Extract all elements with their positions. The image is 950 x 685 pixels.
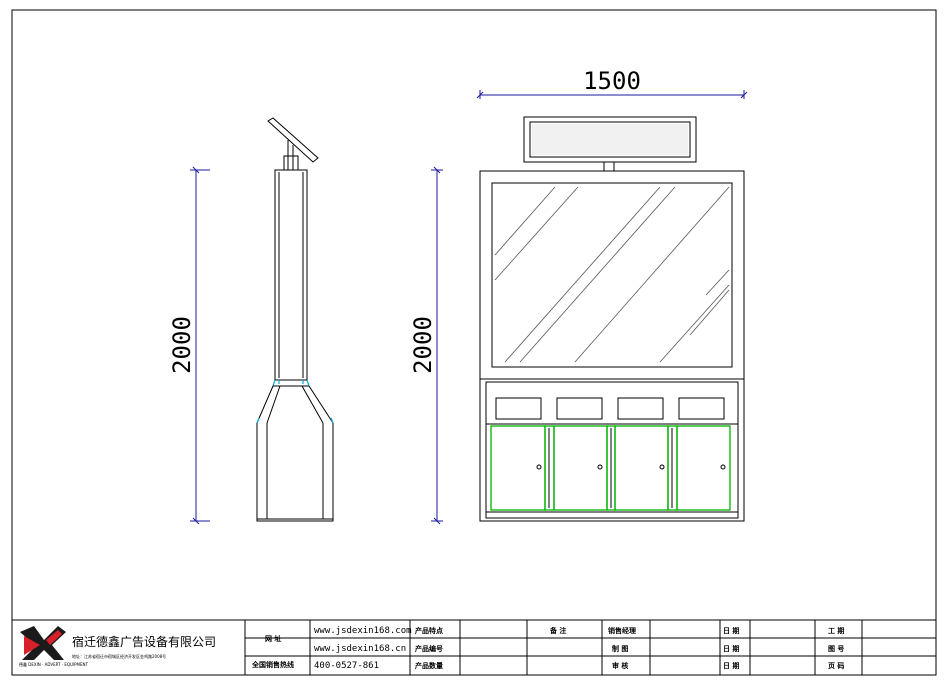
- lock-icon: [536, 464, 542, 470]
- solar-panel: [267, 117, 319, 171]
- label-product-no: 产品编号: [415, 644, 443, 653]
- label-date-1: 日 期: [723, 626, 739, 635]
- company-name: 宿迁德鑫广告设备有限公司: [72, 634, 216, 649]
- cabinet-doors: [490, 425, 731, 511]
- label-reviewer: 审 核: [612, 661, 628, 670]
- door-separators: [486, 428, 738, 513]
- label-website: 网 址: [265, 634, 281, 643]
- side-height-label: 2000: [168, 316, 196, 374]
- label-hotline: 全国销售热线: [251, 660, 294, 669]
- front-width-dimension: [476, 90, 748, 99]
- label-remark: 备 注: [549, 626, 566, 635]
- lock-icon: [597, 464, 603, 470]
- lightbox-frame: [479, 170, 745, 380]
- door-locks: [536, 464, 726, 470]
- front-height-dimension: [431, 166, 443, 525]
- label-sales-manager: 销售经理: [607, 626, 636, 635]
- front-view: 1500 2000: [409, 67, 748, 525]
- post-base: [256, 385, 334, 522]
- post-body: [274, 169, 308, 381]
- base-joint: [256, 417, 334, 424]
- side-view: 2000: [168, 117, 334, 525]
- website-2: www.jsdexin168.cn: [314, 644, 406, 654]
- label-page: 页 码: [828, 662, 844, 670]
- front-width-label: 1500: [583, 67, 641, 95]
- glass-reflections: [494, 186, 730, 363]
- lock-icon: [659, 464, 665, 470]
- front-height-label: 2000: [409, 316, 437, 374]
- title-block: [11, 619, 937, 676]
- lock-icon: [720, 464, 726, 470]
- label-product-spec: 产品特点: [415, 626, 443, 635]
- label-product-qty: 产品数量: [415, 661, 443, 670]
- label-date-2: 日 期: [723, 644, 739, 653]
- hotline-number: 400-0527-861: [314, 661, 379, 671]
- label-project: 工 期: [828, 626, 844, 635]
- website-1: www.jsdexin168.com: [314, 626, 412, 636]
- company-address: 地址：江苏省宿迁市宿城区经济开发区金鸡路2008号: [72, 653, 166, 659]
- drawing-border: [11, 9, 937, 676]
- label-date-3: 日 期: [723, 661, 739, 670]
- label-drawing-no: 图 号: [828, 644, 844, 653]
- lower-cabinet: [479, 379, 745, 522]
- label-drawer: 制 图: [612, 644, 628, 653]
- logo-text: 德鑫 DEXIN · ADVERT · EQUIPMENT: [19, 661, 89, 667]
- top-solar-panel: [523, 116, 697, 172]
- side-height-dimension: [190, 166, 210, 525]
- company-logo: 德鑫 DEXIN · ADVERT · EQUIPMENT: [19, 626, 89, 667]
- post-joint: [272, 379, 310, 387]
